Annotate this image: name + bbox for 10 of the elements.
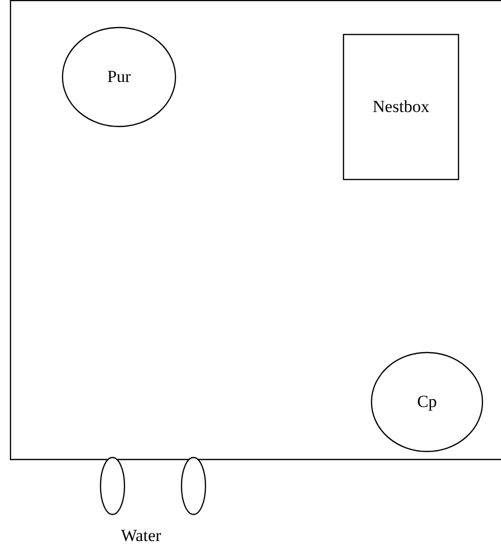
area-circle: [62, 27, 176, 127]
water-bottle: [181, 457, 206, 515]
area-label: Pur: [107, 67, 131, 87]
water-label: Water: [121, 526, 162, 546]
area-label: Nestbox: [372, 97, 430, 117]
area-circle: [371, 352, 483, 452]
nestbox-square: [343, 34, 459, 180]
area-label: Cp: [417, 392, 437, 412]
water-bottle: [100, 457, 125, 515]
enclosure-outline: [10, 0, 501, 460]
